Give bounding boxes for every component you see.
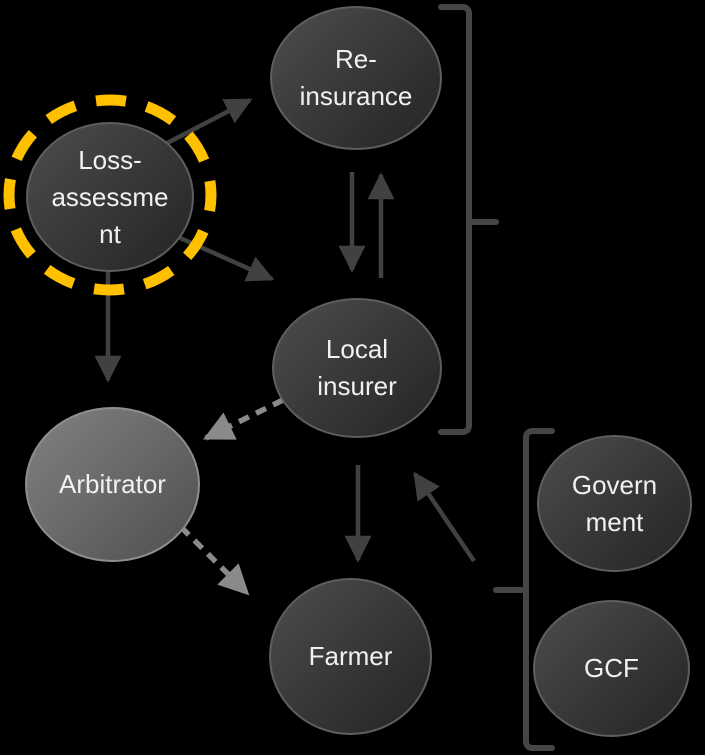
node-gcf-label: GCF xyxy=(584,653,639,683)
node-arbitrator: Arbitrator xyxy=(25,407,200,562)
highlight-ring xyxy=(3,94,217,296)
node-government: Govern ment xyxy=(537,435,692,572)
node-local-insurer: Local insurer xyxy=(272,298,442,438)
arrow-arbitrator-to-farmer-dashed xyxy=(179,525,250,596)
node-arbitrator-label: Arbitrator xyxy=(59,469,166,499)
arrow-government-gcf-to-local-insurer xyxy=(413,471,476,563)
node-reinsurance-label: Re- insurance xyxy=(299,44,413,111)
node-farmer: Farmer xyxy=(269,578,432,735)
arrow-local-insurer-to-arbitrator-dashed xyxy=(203,397,285,441)
node-farmer-label: Farmer xyxy=(308,641,393,671)
node-loss-assessment: Loss- assessme nt xyxy=(26,122,194,272)
node-government-label: Govern ment xyxy=(571,469,658,537)
bracket-reinsurance-local-insurer xyxy=(438,4,472,435)
node-gcf: GCF xyxy=(533,600,690,737)
node-reinsurance: Re- insurance xyxy=(270,6,442,150)
node-loss-assessment-label: Loss- assessme nt xyxy=(51,144,169,249)
node-local-insurer-label: Local insurer xyxy=(317,334,397,401)
